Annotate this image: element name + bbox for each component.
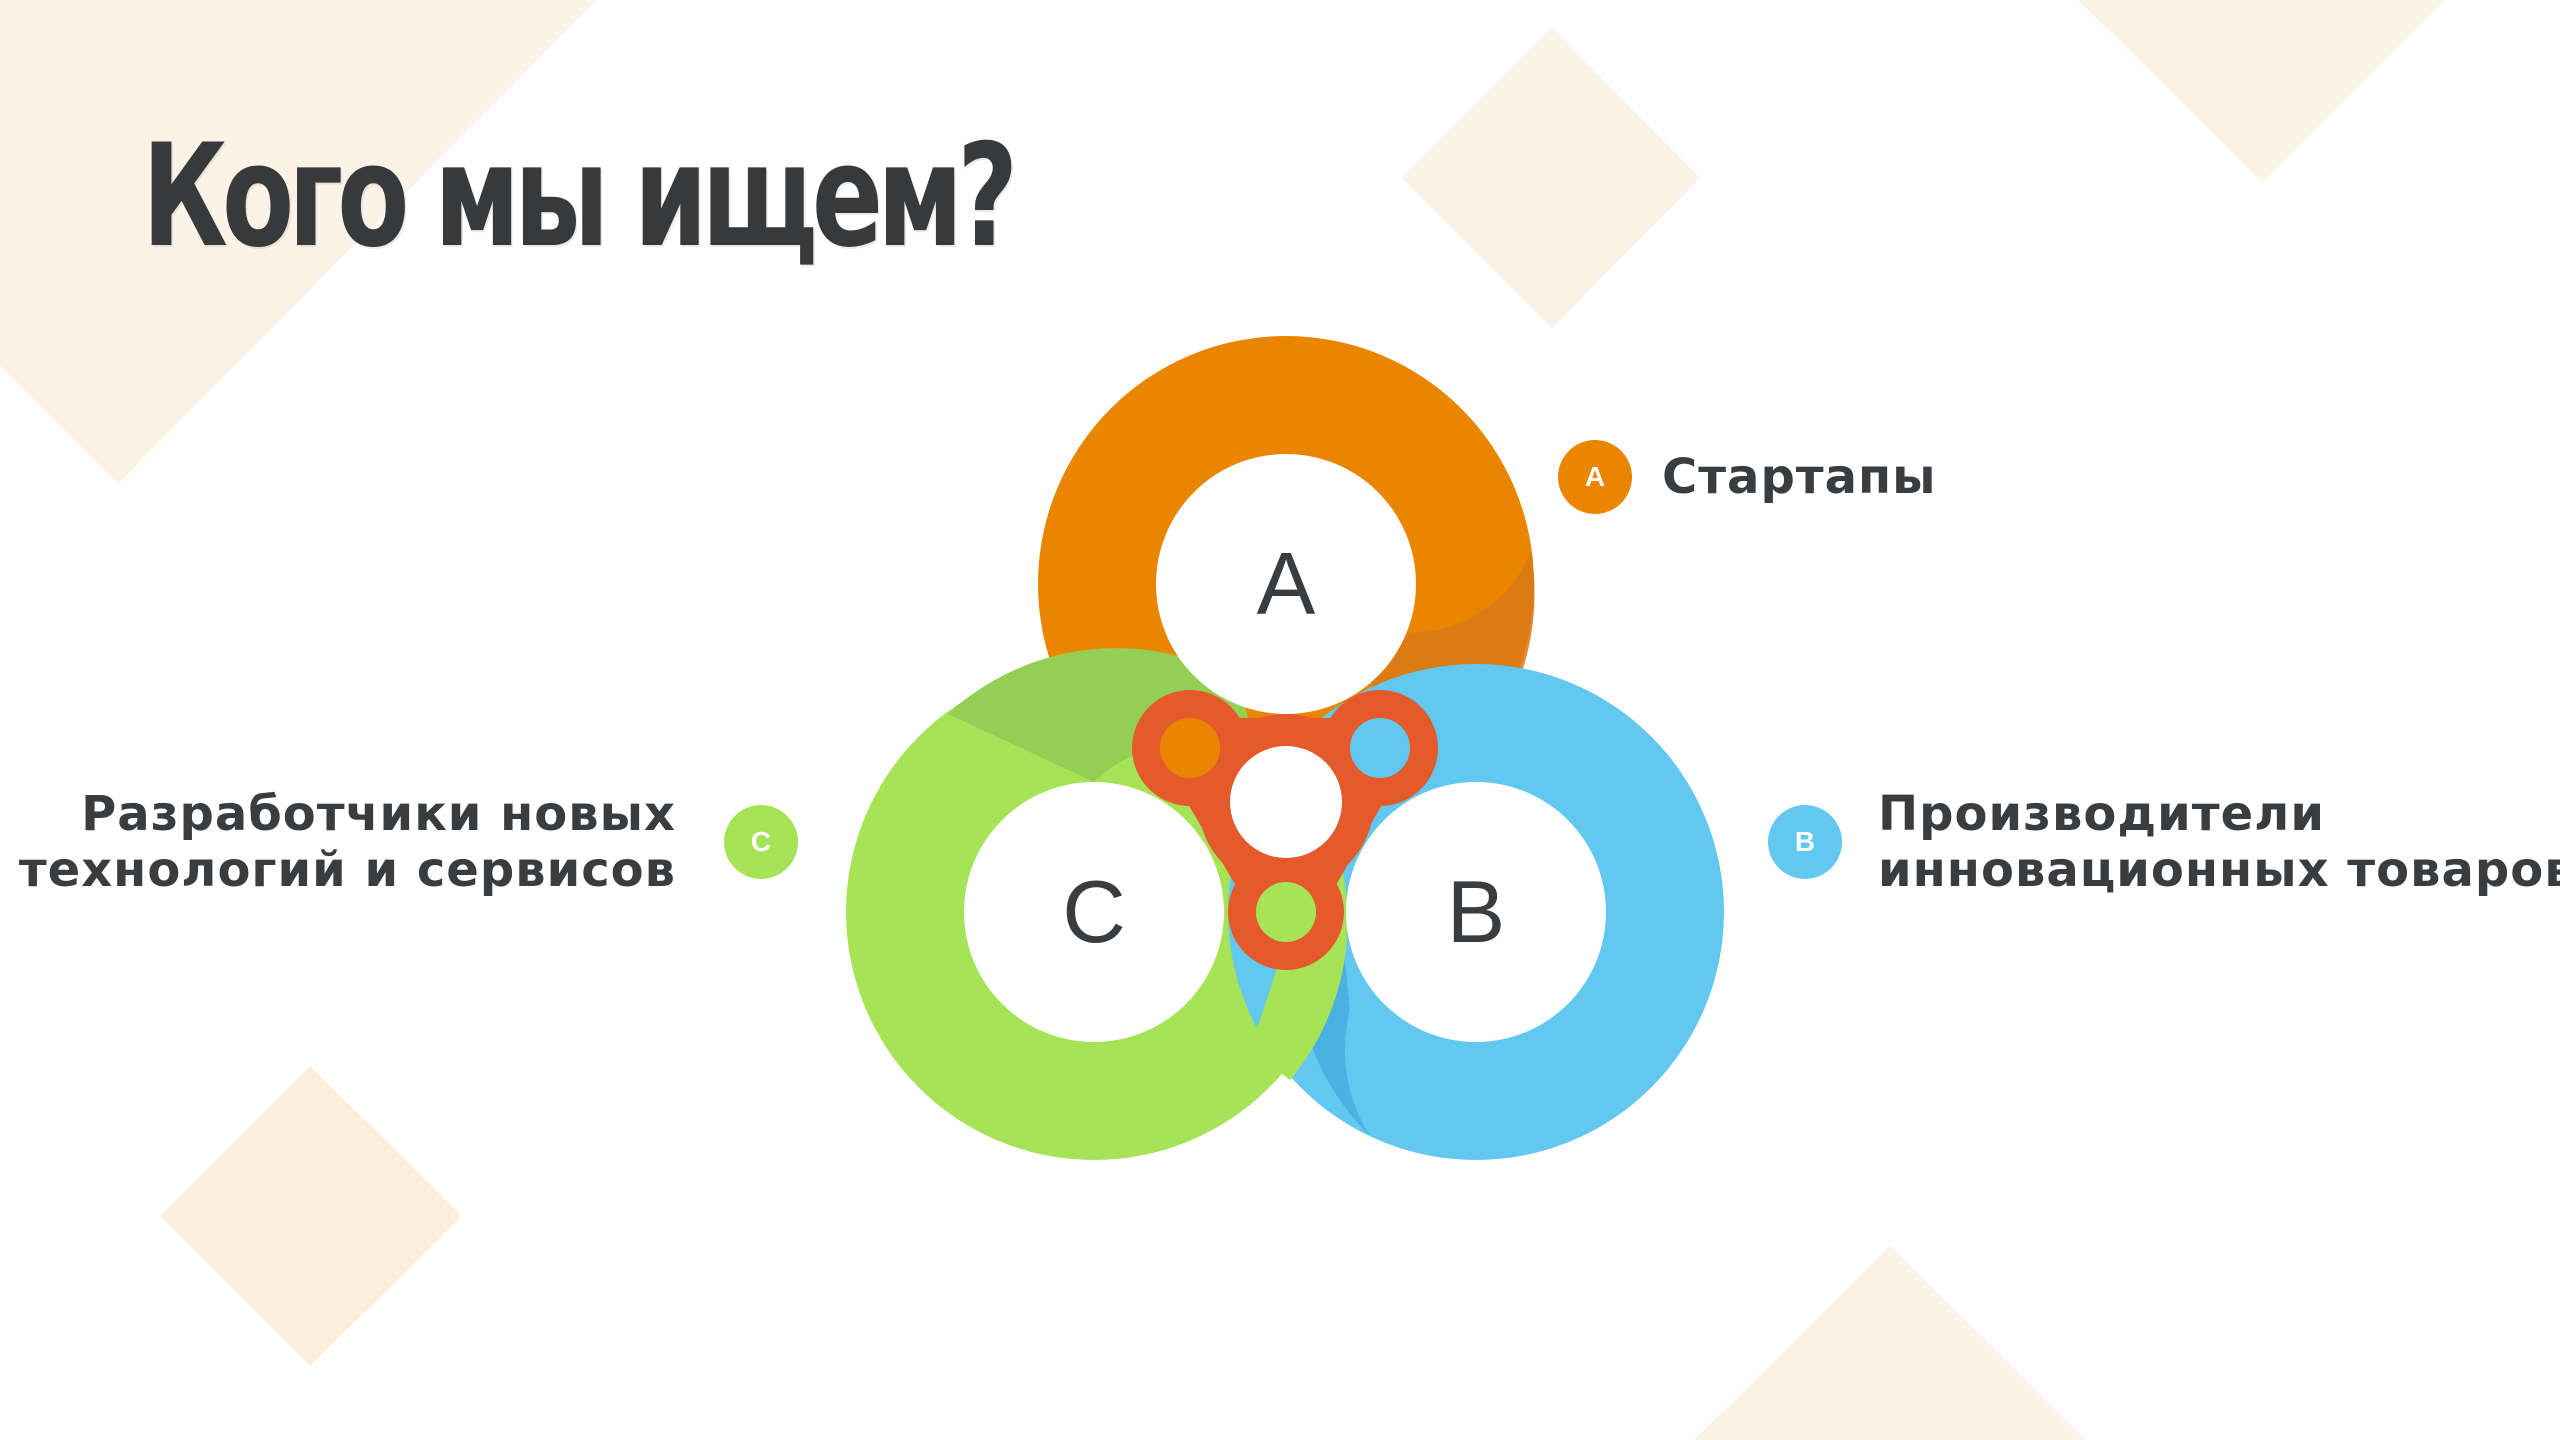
page-title: Кого мы ищем?	[142, 114, 1018, 279]
legend-text-c: Разработчики новых технологий и сервисов	[19, 786, 676, 898]
legend-badge-c: C	[724, 805, 798, 879]
bg-diamond-bottom-left	[160, 1066, 462, 1366]
legend-item-a: A Стартапы	[1558, 440, 1937, 514]
hub-dot-b	[1350, 718, 1410, 778]
legend-c-line-2: технологий и сервисов	[18, 842, 676, 898]
bg-diamond-top-left	[0, 0, 596, 484]
hub-dot-a	[1160, 718, 1220, 778]
circle-letter-b: B	[1447, 862, 1506, 961]
bg-diamond-top-center	[1402, 28, 1700, 328]
circle-letter-c: C	[1062, 862, 1126, 961]
hub-center	[1230, 746, 1342, 858]
inner-circle-c	[964, 782, 1224, 1042]
legend-badge-b: B	[1768, 805, 1842, 879]
legend-b-line-2: инновационных товаров	[1878, 842, 2560, 898]
bg-diamond-top-right	[2078, 0, 2444, 182]
legend-badge-a: A	[1558, 440, 1632, 514]
hub-dot-c	[1256, 882, 1316, 942]
letter-circle-c: C	[964, 782, 1224, 1042]
legend-text-b: Производители инновационных товаров	[1878, 786, 2560, 898]
circle-letter-a: A	[1257, 534, 1316, 633]
letter-circle-a: A	[1156, 454, 1416, 714]
letter-circle-b: B	[1346, 782, 1606, 1042]
inner-circle-a	[1156, 454, 1416, 714]
legend-a-line-1: Стартапы	[1662, 449, 1937, 505]
center-hub	[1132, 690, 1438, 970]
legend-b-line-1: Производители	[1878, 786, 2325, 842]
legend-c-line-1: Разработчики новых	[81, 786, 676, 842]
ring-c-overlap	[948, 648, 1262, 782]
legend-text-a: Стартапы	[1662, 449, 1937, 505]
bg-diamond-bottom-right	[1694, 1246, 2086, 1440]
inner-circle-b	[1346, 782, 1606, 1042]
legend-item-b: B Производители инновационных товаров	[1768, 786, 2560, 898]
legend-item-c: Разработчики новых технологий и сервисов…	[19, 786, 798, 898]
